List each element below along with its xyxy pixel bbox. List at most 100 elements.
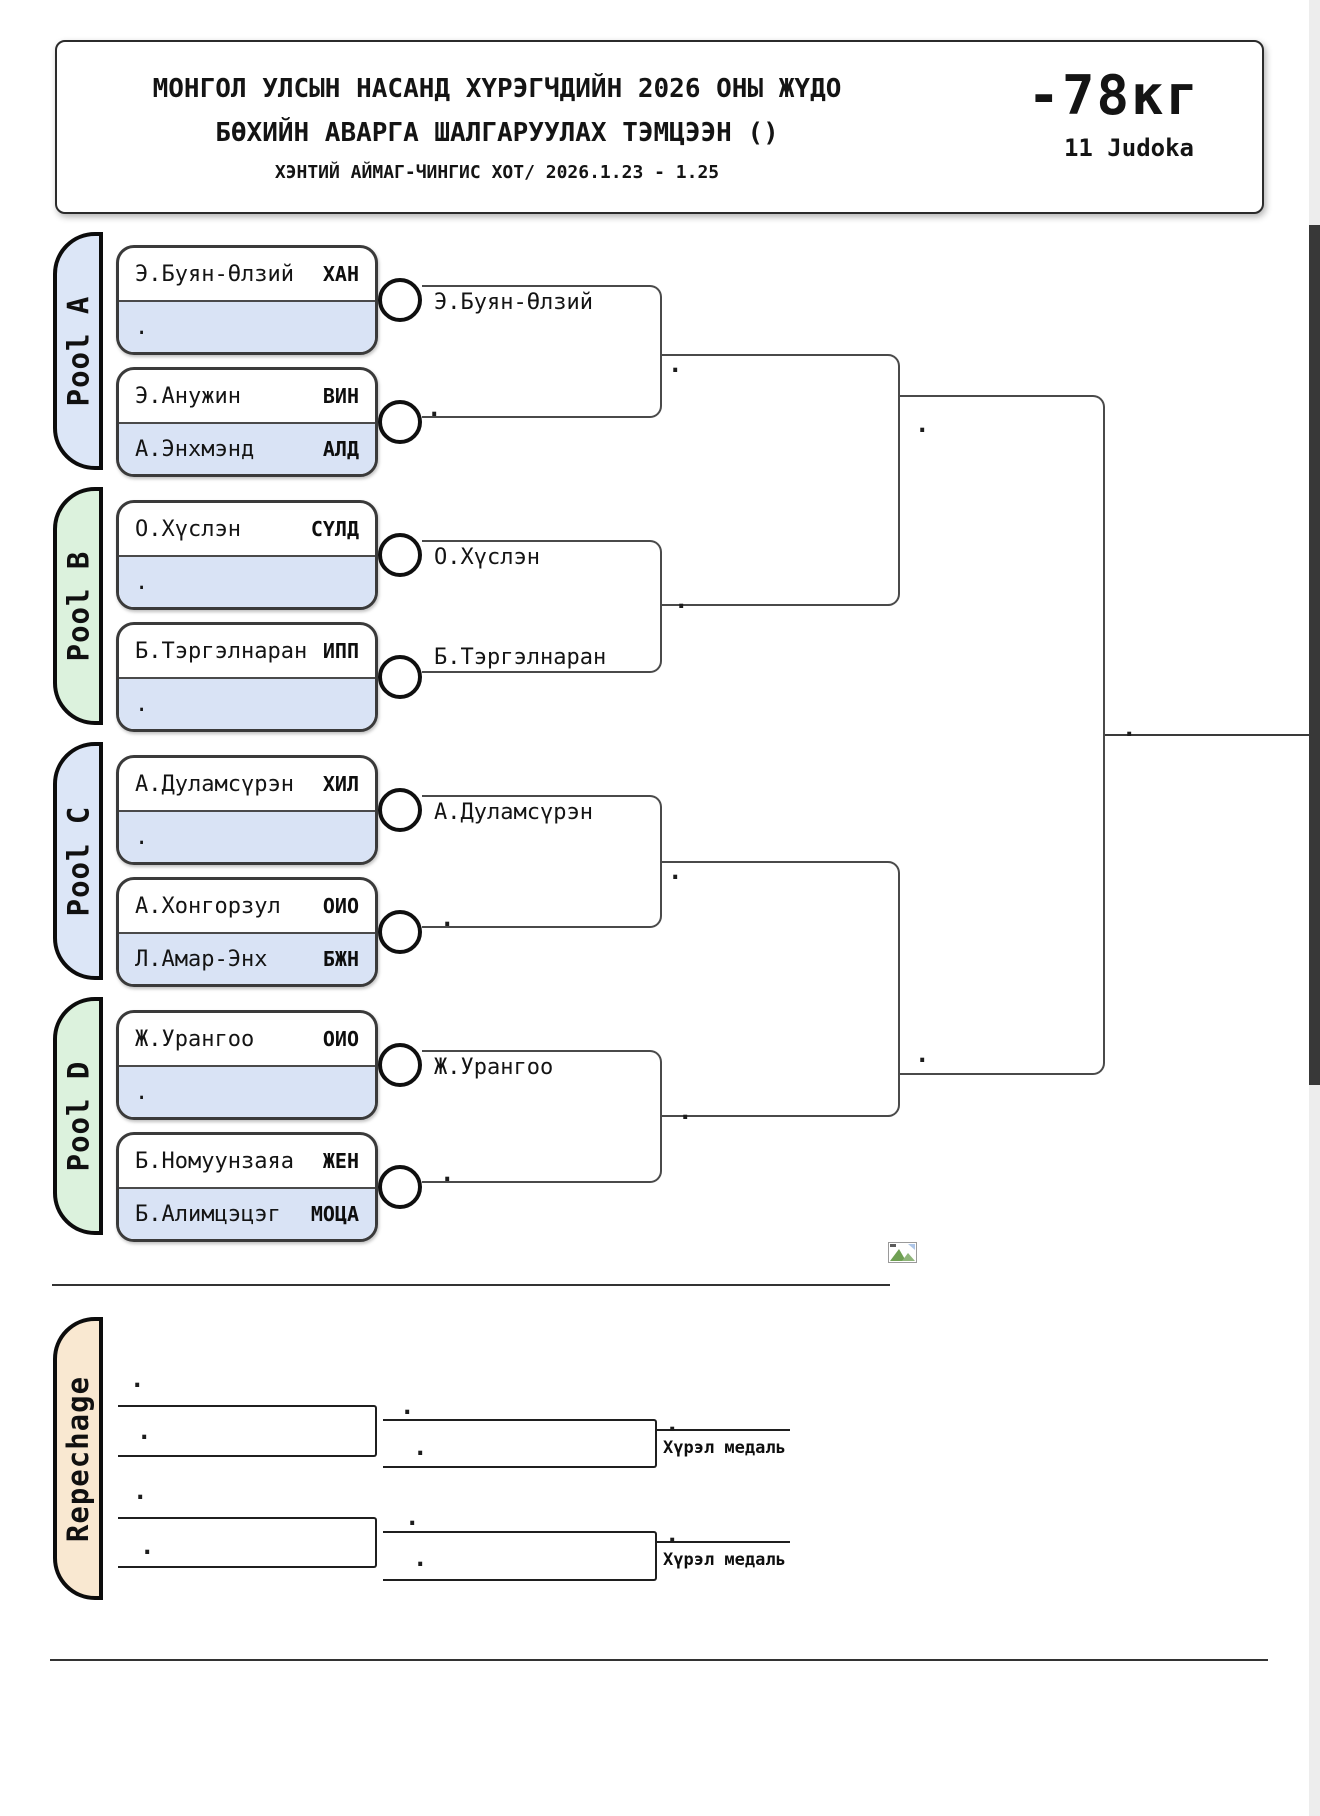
match-circle (378, 1165, 422, 1209)
match-winner-label: Б.Тэргэлнаран (434, 645, 607, 670)
entry-box-d2: Б.Номуунзаяа ЖЕН Б.Алимцэцэг МОЦА (116, 1132, 378, 1242)
broken-image-icon (888, 1242, 917, 1263)
bronze-medal-label: Хүрэл медаль (663, 1438, 786, 1458)
athlete-name: Б.Алимцэцэг (135, 1201, 281, 1227)
club-code: СҮЛД (310, 517, 359, 541)
club-code: БЖН (322, 947, 359, 971)
vertical-scrollbar-thumb[interactable] (1309, 225, 1320, 1085)
athlete-row: Б.Номуунзаяа ЖЕН (119, 1135, 375, 1187)
pool-a-connector (422, 285, 662, 418)
semifinal-2-connector (662, 861, 900, 1117)
entry-box-b1: О.Хүслэн СҮЛД . (116, 500, 378, 610)
club-code: АЛД (322, 437, 359, 461)
match-circle (378, 910, 422, 954)
athlete-row: А.Энхмэнд АЛД (119, 422, 375, 474)
repechage-tab: Repechage (53, 1317, 103, 1600)
bronze-medal-label: Хүрэл медаль (663, 1550, 786, 1570)
match-circle (378, 1043, 422, 1087)
repechage-connector (383, 1531, 657, 1581)
tournament-subtitle: ХЭНТИЙ АЙМАГ-ЧИНГИС ХОТ/ 2026.1.23 - 1.2… (274, 162, 720, 183)
athlete-row: Э.Буян-Өлзий ХАН (119, 248, 375, 300)
semifinal-1-connector (662, 354, 900, 606)
athlete-row: . (119, 555, 375, 607)
athlete-name: Ж.Урангоо (135, 1026, 255, 1052)
entry-box-d1: Ж.Урангоо ОИО . (116, 1010, 378, 1120)
athlete-row: А.Дуламсүрэн ХИЛ (119, 758, 375, 810)
athlete-name: А.Дуламсүрэн (135, 771, 294, 797)
athlete-name: . (135, 314, 149, 340)
final-connector (900, 395, 1105, 1075)
club-code: ОИО (322, 1027, 359, 1051)
pool-b-label: Pool B (61, 550, 96, 662)
tournament-title-line2: БӨХИЙН АВАРГА ШАЛГАРУУЛАХ ТЭМЦЭЭН () (215, 118, 779, 148)
weight-class-label: -78кг (1027, 64, 1200, 127)
bronze-match-line (657, 1429, 790, 1431)
match-circle (378, 655, 422, 699)
entry-box-b2: Б.Тэргэлнаран ИПП . (116, 622, 378, 732)
club-code: ИПП (322, 639, 359, 663)
match-circle (378, 400, 422, 444)
club-code: ХАН (322, 262, 359, 286)
athlete-name: Э.Анужин (135, 383, 241, 409)
entry-box-c2: А.Хонгорзул ОИО Л.Амар-Энх БЖН (116, 877, 378, 987)
athlete-name: Э.Буян-Өлзий (135, 261, 294, 287)
athlete-name: А.Хонгорзул (135, 893, 281, 919)
athlete-row: . (119, 810, 375, 862)
athlete-name: . (135, 824, 149, 850)
athlete-name: Л.Амар-Энх (135, 946, 268, 972)
entry-box-c1: А.Дуламсүрэн ХИЛ . (116, 755, 378, 865)
pool-c-connector (422, 795, 662, 928)
pool-a-tab: Pool A (53, 232, 103, 470)
match-circle (378, 533, 422, 577)
athlete-row: А.Хонгорзул ОИО (119, 880, 375, 932)
athlete-row: . (119, 300, 375, 352)
athlete-row: Б.Алимцэцэг МОЦА (119, 1187, 375, 1239)
match-winner-label: Э.Буян-Өлзий (434, 290, 593, 315)
club-code: ХИЛ (322, 772, 359, 796)
athlete-name: . (135, 1079, 149, 1105)
pool-d-connector (422, 1050, 662, 1183)
athlete-row: . (119, 677, 375, 729)
athlete-row: Ж.Урангоо ОИО (119, 1013, 375, 1065)
athlete-row: Б.Тэргэлнаран ИПП (119, 625, 375, 677)
club-code: ВИН (322, 384, 359, 408)
repechage-connector (118, 1517, 377, 1568)
athlete-name: . (135, 569, 149, 595)
champion-line (1105, 734, 1309, 736)
club-code: ЖЕН (322, 1149, 359, 1173)
entry-box-a2: Э.Анужин ВИН А.Энхмэнд АЛД (116, 367, 378, 477)
athlete-row: Э.Анужин ВИН (119, 370, 375, 422)
athlete-name: О.Хүслэн (135, 516, 241, 542)
athlete-name: Б.Номуунзаяа (135, 1148, 294, 1174)
repechage-label: Repechage (61, 1375, 96, 1542)
athlete-row: О.Хүслэн СҮЛД (119, 503, 375, 555)
pool-c-label: Pool C (61, 805, 96, 917)
athlete-name: Б.Тэргэлнаран (135, 638, 308, 664)
header-card: МОНГОЛ УЛСЫН НАСАНД ХҮРЭГЧДИЙН 2026 ОНЫ … (55, 40, 1264, 214)
match-winner-label: А.Дуламсүрэн (434, 800, 593, 825)
athlete-name: . (135, 691, 149, 717)
match-circle (378, 788, 422, 832)
club-code: МОЦА (310, 1202, 359, 1226)
repechage-connector (118, 1405, 377, 1457)
pool-c-tab: Pool C (53, 742, 103, 980)
judoka-count-label: 11 Judoka (1063, 134, 1194, 162)
entry-box-a1: Э.Буян-Өлзий ХАН . (116, 245, 378, 355)
pool-b-tab: Pool B (53, 487, 103, 725)
pool-d-label: Pool D (61, 1060, 96, 1172)
match-winner-label: О.Хүслэн (434, 545, 540, 570)
match-circle (378, 278, 422, 322)
section-divider (52, 1284, 890, 1286)
athlete-row: Л.Амар-Энх БЖН (119, 932, 375, 984)
pool-d-tab: Pool D (53, 997, 103, 1235)
repechage-connector (383, 1419, 657, 1468)
pool-b-connector (422, 540, 662, 673)
club-code: ОИО (322, 894, 359, 918)
pool-a-label: Pool A (61, 295, 96, 407)
tournament-title-line1: МОНГОЛ УЛСЫН НАСАНД ХҮРЭГЧДИЙН 2026 ОНЫ … (152, 74, 842, 104)
athlete-row: . (119, 1065, 375, 1117)
athlete-name: А.Энхмэнд (135, 436, 255, 462)
section-divider (50, 1659, 1268, 1661)
match-winner-label: Ж.Урангоо (434, 1055, 554, 1080)
